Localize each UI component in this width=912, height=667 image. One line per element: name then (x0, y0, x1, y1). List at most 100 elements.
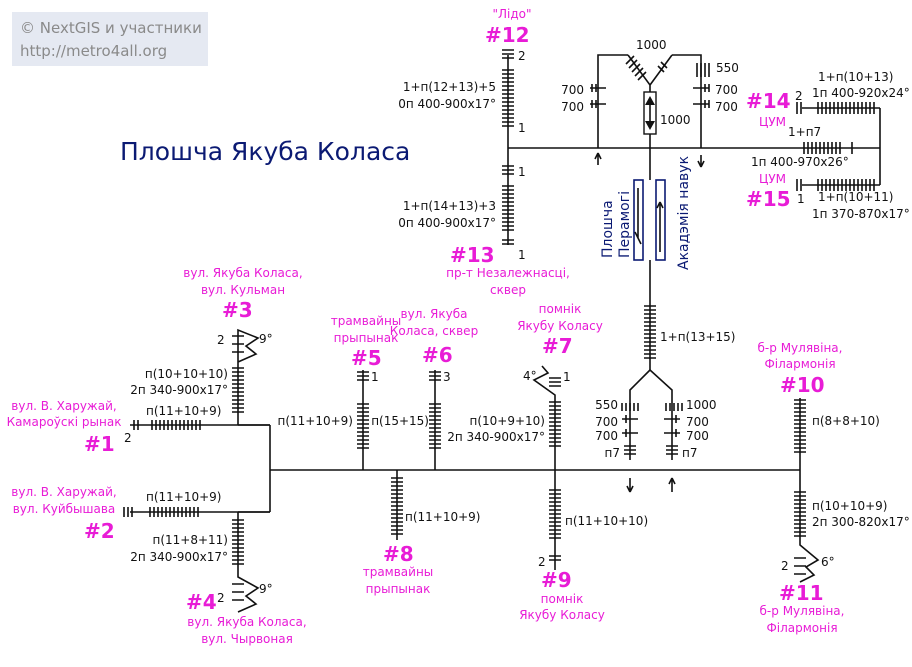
exit-7-place-1: помнік (539, 302, 582, 316)
exit-13-count-2: 1 (518, 248, 526, 262)
exit-14: 2 1+п(10+13) 1п 400-920x24° #14 ЦУМ (746, 70, 910, 129)
exit-14-spec-1: 1+п(10+13) (818, 70, 894, 84)
exit-5-spec: п(11+10+9) (278, 414, 354, 428)
exit-1-count: 2 (124, 431, 132, 445)
exit-5: 1 п(11+10+9) трамвайны прыпынак #5 (278, 314, 402, 470)
exit-13-count: 1 (518, 165, 526, 179)
exit-10: п(8+8+10) б-р Мулявіна, Філармонія #10 (758, 341, 880, 470)
exit-5-place-1: трамвайны (331, 314, 402, 328)
transfer-right-door-2: 700 (686, 415, 709, 429)
exit-3-number: #3 (222, 298, 253, 322)
exit-3-place-2: вул. Кульман (201, 283, 285, 297)
transfer-left-stair: п7 (605, 446, 620, 460)
exit-7: 4° 1 п(10+9+10) 2п 340-900x17° помнік Як… (447, 302, 603, 470)
exit-6-place-1: вул. Якуба (401, 307, 468, 321)
exit-1-place-1: вул. В. Харужай, (11, 399, 116, 413)
transfer-spec: 1+п(13+15) (660, 330, 736, 344)
exit-8-spec: п(11+10+9) (405, 510, 481, 524)
exit-11: п(10+10+9) 2п 300-820x17° 2 6° #11 б-р М… (760, 470, 910, 635)
top-mid-1000: 1000 (660, 113, 691, 127)
top-right-door-2: 700 (715, 100, 738, 114)
exit-7-place-2: Якубу Коласу (517, 319, 603, 333)
top-left-door-2: 700 (561, 100, 584, 114)
exit-8: п(11+10+9) #8 трамвайны прыпынак (363, 470, 481, 596)
credit-line-1: © NextGIS и участники (20, 19, 202, 37)
exit-3-angle: 9° (259, 332, 273, 346)
exit-9-place-2: Якубу Коласу (519, 608, 605, 622)
exit-12-number: #12 (485, 23, 530, 47)
exit-4-spec-2: 2п 340-900x17° (130, 550, 228, 564)
top-door-1000: 1000 (636, 38, 667, 52)
exit-11-place-2: Філармонія (766, 621, 837, 635)
exit-5-count: 1 (371, 370, 379, 384)
exit-5-number: #5 (351, 346, 382, 370)
exit-3: 2 9° п(10+10+10) 2п 340-900x17° вул. Яку… (130, 266, 303, 426)
exit-14-number: #14 (746, 89, 791, 113)
exit-14-spec-2: 1п 400-920x24° (812, 86, 910, 100)
shared-spec-2: 1п 400-970x26° (751, 155, 849, 169)
exit-10-spec: п(8+8+10) (812, 414, 880, 428)
exit-6-place-2: Коласа, сквер (390, 324, 478, 338)
exit-11-spec-2: 2п 300-820x17° (812, 515, 910, 529)
station-left-line-2: Перамогі (617, 191, 633, 258)
transfer-left-door-3: 700 (595, 429, 618, 443)
exit-13-spec-1: 1+п(14+13)+3 (403, 199, 496, 213)
exit-1-place-2: Камароўскі рынак (7, 415, 122, 429)
exit-11-angle: 6° (821, 555, 835, 569)
exit-1: 2 п(11+10+9) вул. В. Харужай, Камароўскі… (7, 399, 270, 456)
exit-13-place-2: сквер (490, 283, 526, 297)
exit-4-place-1: вул. Якуба Коласа, (187, 615, 306, 629)
exit-4-number: #4 (186, 590, 217, 614)
exit-5-place-2: прыпынак (334, 331, 399, 345)
exit-6-spec: п(15+15) (371, 414, 429, 428)
transfer-left-door-2: 700 (595, 415, 618, 429)
exit-15-number: #15 (746, 187, 791, 211)
station-left-line-1: Плошча (600, 200, 616, 258)
exit-15: 1 1+п(10+11) 1п 370-870x17° #15 ЦУМ (746, 172, 910, 221)
exit-12-spec-1: 1+п(12+13)+5 (403, 80, 496, 94)
exit-7-spec-2: 2п 340-900x17° (447, 430, 545, 444)
transfer-left-door-1: 550 (595, 398, 618, 412)
exit-7-number: #7 (542, 334, 573, 358)
exit-3-spec-1: п(10+10+10) (145, 367, 228, 381)
credit-box (12, 12, 208, 66)
exit-4: 2 9° п(11+8+11) 2п 340-900x17° вул. Якуб… (130, 511, 307, 646)
exit-14-place: ЦУМ (759, 115, 786, 129)
exit-2-number: #2 (84, 519, 115, 543)
exit-6-number: #6 (422, 343, 453, 367)
exit-7-count: 1 (563, 370, 571, 384)
top-door-550: 550 (716, 61, 739, 75)
page-title: Плошча Якуба Коласа (120, 137, 410, 166)
exit-10-place-2: Філармонія (764, 357, 835, 371)
exit-2-place-1: вул. В. Харужай, (11, 485, 116, 499)
exit-11-number: #11 (779, 581, 824, 605)
exit-4-place-2: вул. Чырвоная (201, 632, 293, 646)
exit-12-place: "Лідо" (492, 7, 531, 21)
exit-11-place-1: б-р Мулявіна, (760, 604, 845, 618)
exit-7-spec-1: п(10+9+10) (470, 414, 546, 428)
exit-9-number: #9 (541, 568, 572, 592)
exit-12: 2 1 1+п(12+13)+5 0п 400-900x17° "Лідо" #… (398, 7, 531, 135)
exits-14-15-shared: 1+п7 1п 400-970x26° (751, 125, 853, 169)
exit-3-place-1: вул. Якуба Коласа, (183, 266, 302, 280)
transfer-right-door-3: 700 (686, 429, 709, 443)
transfer-corridor: Плошча Перамогі Акадэмія навук 1+п(13+15… (595, 156, 736, 493)
exit-1-number: #1 (84, 432, 115, 456)
exit-13: 1 1 1+п(14+13)+3 0п 400-900x17° #13 пр-т… (398, 165, 570, 297)
exit-9: п(11+10+10) 2 #9 помнік Якубу Коласу (519, 470, 648, 622)
exit-15-count: 1 (797, 192, 805, 206)
credit-line-2: http://metro4all.org (20, 42, 167, 60)
exit-15-spec-1: 1+п(10+11) (818, 190, 894, 204)
exit-13-place-1: пр-т Незалежнасці, (446, 266, 570, 280)
exit-6-count: 3 (443, 370, 451, 384)
exit-8-place-2: прыпынак (366, 582, 431, 596)
exit-8-number: #8 (383, 542, 414, 566)
top-hall: 700 700 700 700 1000 550 1000 (561, 38, 739, 168)
exit-6: 3 п(15+15) вул. Якуба Коласа, сквер #6 (371, 307, 478, 470)
exit-2-spec: п(11+10+9) (146, 490, 222, 504)
exit-12-count: 2 (518, 49, 526, 63)
exit-14-count: 2 (795, 89, 803, 103)
exit-8-place-1: трамвайны (363, 565, 434, 579)
exit-15-place: ЦУМ (759, 172, 786, 186)
